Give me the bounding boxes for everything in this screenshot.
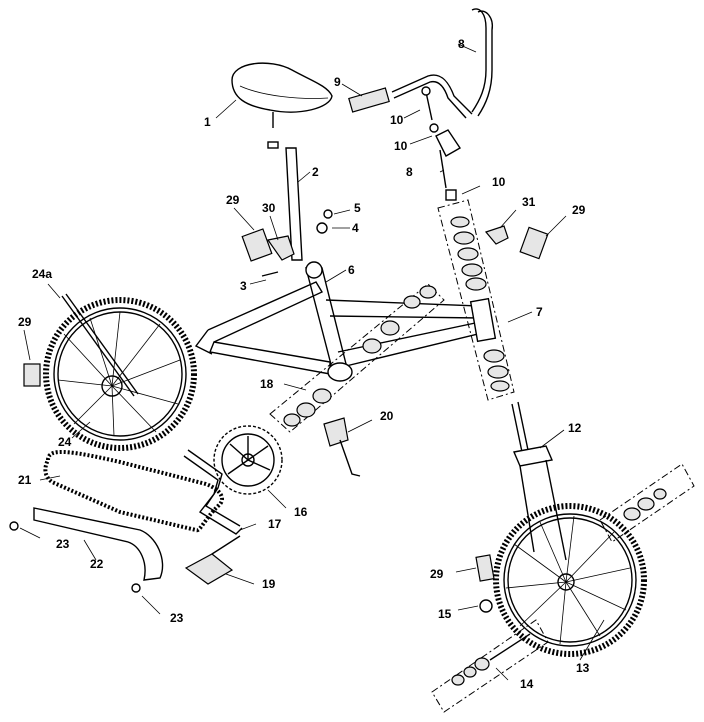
chain-guard-part (33, 507, 164, 581)
callout-29-front: 29 (430, 567, 444, 581)
chainwheel-part (213, 425, 283, 495)
callout-15: 15 (438, 607, 452, 621)
reflector-part-upper-right (519, 226, 549, 260)
callout-2: 2 (312, 165, 319, 179)
callout-18: 18 (260, 377, 274, 391)
callout-31: 31 (522, 195, 536, 209)
nut-part (479, 599, 493, 613)
callout-5: 5 (354, 201, 361, 215)
callout-14: 14 (520, 677, 534, 691)
callout-16: 16 (294, 505, 308, 519)
callout-1: 1 (204, 115, 211, 129)
callout-13: 13 (576, 661, 590, 675)
callout-21: 21 (18, 473, 32, 487)
washer-parts (9, 521, 141, 593)
callout-22: 22 (90, 557, 104, 571)
stem-part (421, 86, 461, 201)
handlebar-part (348, 8, 493, 119)
callout-6: 6 (348, 263, 355, 277)
callout-4: 4 (352, 221, 359, 235)
crank-part (183, 449, 243, 535)
front-axle-exploded-part (431, 463, 695, 713)
bottom-bracket-exploded-part (269, 283, 445, 433)
frame-part (194, 261, 497, 382)
reflector-part-left (23, 363, 41, 387)
callout-12: 12 (568, 421, 582, 435)
callout-29-upper-right: 29 (572, 203, 586, 217)
callout-17: 17 (268, 517, 282, 531)
front-wheel-part (493, 503, 647, 657)
callout-20: 20 (380, 409, 394, 423)
callout-23-left: 23 (56, 537, 70, 551)
callout-10-top: 10 (390, 113, 404, 127)
kickstand-part (323, 417, 361, 477)
clamp-part (484, 225, 509, 245)
callout-29-left: 29 (18, 315, 32, 329)
rear-wheel-part (43, 293, 197, 451)
callout-19: 19 (262, 577, 276, 591)
callout-8-handlebar: 8 (458, 37, 465, 51)
front-fork-part (511, 401, 567, 561)
callout-3: 3 (240, 279, 247, 293)
callout-24: 24 (58, 435, 72, 449)
leader-lines (19, 43, 605, 681)
callout-29-upper-left: 29 (226, 193, 240, 207)
callout-30: 30 (262, 201, 276, 215)
seat-post-part (267, 112, 303, 261)
callout-8-stem: 8 (406, 165, 413, 179)
pedal-part (184, 535, 241, 585)
callout-10-middle: 10 (394, 139, 408, 153)
callout-10-lower: 10 (492, 175, 506, 189)
callout-23-bottom: 23 (170, 611, 184, 625)
reflector-part-front (475, 554, 495, 582)
chain-part (43, 450, 224, 533)
callout-7: 7 (536, 305, 543, 319)
headset-exploded-part (437, 199, 515, 401)
callout-24a: 24a (32, 267, 53, 281)
binder-parts (241, 209, 333, 277)
seat-part (231, 62, 333, 113)
callout-9: 9 (334, 75, 341, 89)
